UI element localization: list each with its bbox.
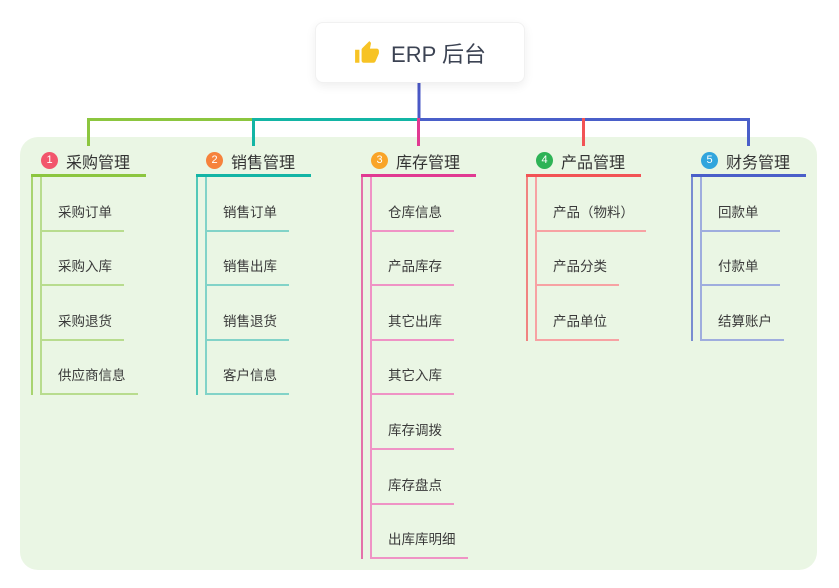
branch-children: 产品（物料） 产品分类产品单位 [526,177,696,341]
child-topic-row: 销售订单 [205,177,366,232]
branch-1: 1 采购管理 采购订单采购入库采购退货供应商信息 [31,147,201,396]
child-topic-row: 产品单位 [535,286,696,341]
branch-number-badge: 5 [701,152,718,169]
branch-outer-rail [691,177,693,341]
branch-title[interactable]: 4 产品管理 [526,147,641,177]
branch-label: 产品管理 [561,154,626,172]
child-topic[interactable]: 其它入库 [370,364,454,396]
branch-label: 库存管理 [396,154,461,172]
branch-children: 仓库信息产品库存其它出库其它入库库存调拨库存盘点出库库明细 [361,177,531,560]
branch-inner-rail [700,177,702,341]
child-topic-row: 结算账户 [700,286,839,341]
branch-4: 4 产品管理 产品（物料） 产品分类产品单位 [526,147,696,341]
child-topic-row: 采购订单 [40,177,201,232]
child-topic[interactable]: 产品库存 [370,255,454,287]
child-topic-row: 采购退货 [40,286,201,341]
child-topic-row: 付款单 [700,232,839,287]
child-topic[interactable]: 产品（物料） [535,201,646,232]
branch-number: 3 [376,154,383,166]
branch-inner-rail [205,177,207,396]
child-topic[interactable]: 产品分类 [535,255,619,287]
child-topic[interactable]: 其它出库 [370,310,454,341]
child-topic-row: 客户信息 [205,341,366,396]
child-topic[interactable]: 销售出库 [205,255,289,287]
child-topic-row: 产品（物料） [535,177,696,232]
branch-label: 财务管理 [726,154,791,172]
child-topic-row: 其它入库 [370,341,531,396]
branch-children: 采购订单采购入库采购退货供应商信息 [31,177,201,396]
child-topic[interactable]: 结算账户 [700,310,784,341]
branch-5: 5 财务管理 回款单付款单结算账户 [691,147,839,341]
branch-title[interactable]: 1 采购管理 [31,147,146,177]
branch-number: 5 [706,154,713,166]
child-topic[interactable]: 回款单 [700,201,780,232]
child-topic[interactable]: 供应商信息 [40,364,138,396]
child-topic[interactable]: 销售退货 [205,310,289,341]
branch-children: 回款单付款单结算账户 [691,177,839,341]
branch-2: 2 销售管理 销售订单销售出库销售退货客户信息 [196,147,366,396]
child-topic[interactable]: 采购入库 [40,255,124,287]
child-topic-row: 库存调拨 [370,395,531,450]
child-topic-row: 采购入库 [40,232,201,287]
child-topic-row: 供应商信息 [40,341,201,396]
branch-title[interactable]: 2 销售管理 [196,147,311,177]
branch-outer-rail [361,177,363,560]
child-topic[interactable]: 付款单 [700,255,780,287]
child-topic-row: 产品分类 [535,232,696,287]
child-topic-row: 出库库明细 [370,505,531,560]
branch-inner-rail [40,177,42,396]
branch-number: 4 [541,154,548,166]
branch-3: 3 库存管理 仓库信息产品库存其它出库其它入库库存调拨库存盘点出库库明细 [361,147,531,560]
child-topic[interactable]: 产品单位 [535,310,619,341]
root-topic-label: ERP 后台 [391,41,486,67]
branch-title[interactable]: 5 财务管理 [691,147,806,177]
branch-label: 采购管理 [66,154,131,172]
mindmap-panel [20,137,817,570]
branch-title[interactable]: 3 库存管理 [361,147,476,177]
child-topic[interactable]: 采购订单 [40,201,124,232]
branch-outer-rail [526,177,528,341]
branch-number-badge: 2 [206,152,223,169]
thumbs-up-path [355,40,379,63]
branch-outer-rail [31,177,33,396]
branch-number: 2 [211,154,218,166]
root-topic[interactable]: ERP 后台 [315,22,525,83]
branch-inner-rail [370,177,372,560]
child-topic-row: 销售退货 [205,286,366,341]
branch-label: 销售管理 [231,154,296,172]
child-topic[interactable]: 出库库明细 [370,528,468,560]
branch-number-badge: 4 [536,152,553,169]
child-topic[interactable]: 库存调拨 [370,419,454,450]
child-topic-row: 产品库存 [370,232,531,287]
child-topic[interactable]: 采购退货 [40,310,124,341]
child-topic-row: 仓库信息 [370,177,531,232]
child-topic[interactable]: 客户信息 [205,364,289,396]
child-topic-row: 其它出库 [370,286,531,341]
child-topic-row: 库存盘点 [370,450,531,505]
branch-number: 1 [46,154,53,166]
child-topic[interactable]: 销售订单 [205,201,289,232]
branch-number-badge: 1 [41,152,58,169]
branch-children: 销售订单销售出库销售退货客户信息 [196,177,366,396]
child-topic-row: 销售出库 [205,232,366,287]
child-topic[interactable]: 仓库信息 [370,201,454,232]
child-topic[interactable]: 库存盘点 [370,474,454,505]
child-topic-row: 回款单 [700,177,839,232]
branch-number-badge: 3 [371,152,388,169]
thumbs-up-icon [355,40,379,63]
branch-outer-rail [196,177,198,396]
branch-inner-rail [535,177,537,341]
